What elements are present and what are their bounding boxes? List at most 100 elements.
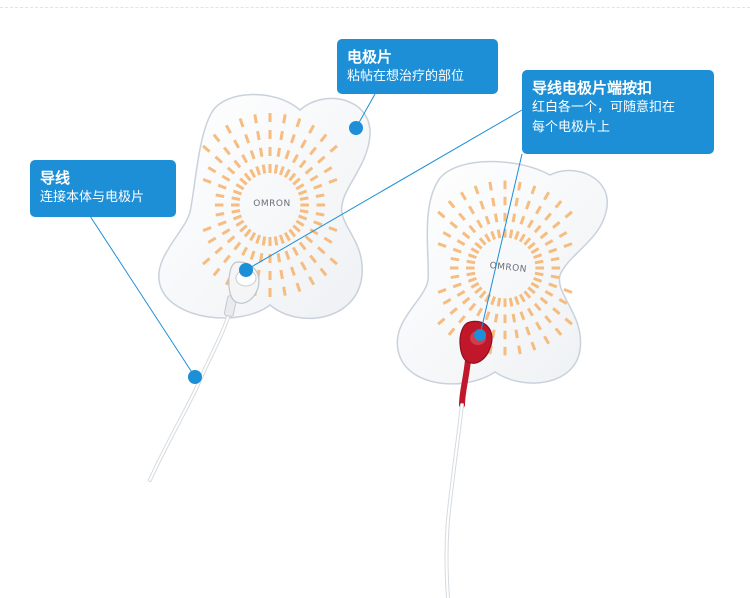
heating-dash <box>496 297 502 307</box>
heating-dash <box>328 226 338 233</box>
heating-dash <box>452 282 462 289</box>
heating-dash <box>214 155 223 164</box>
heating-dash <box>437 210 446 219</box>
heating-dash <box>279 269 284 280</box>
heating-dash <box>514 329 519 339</box>
heating-dash <box>313 183 323 190</box>
heating-dash <box>525 326 531 336</box>
heating-dash <box>519 311 526 321</box>
heating-dash <box>295 183 305 191</box>
heating-dash <box>550 274 560 280</box>
heating-dash <box>298 159 307 169</box>
heating-dash <box>452 247 462 254</box>
heating-dash <box>295 219 305 227</box>
heating-dash <box>232 189 242 196</box>
heating-dash <box>261 164 267 174</box>
heating-dash <box>317 246 326 255</box>
heating-dash <box>249 168 257 179</box>
heating-dash <box>533 253 543 260</box>
heating-dash <box>255 234 262 245</box>
heating-dash <box>292 177 301 186</box>
callout-snap-desc-line1: 红白各一个，可随意扣在 <box>532 100 676 115</box>
heating-dash <box>276 147 282 157</box>
heating-dash <box>309 228 319 236</box>
heating-dash <box>235 183 245 191</box>
heating-dash <box>533 302 542 312</box>
heating-dash <box>241 246 249 256</box>
heating-dash <box>202 144 211 153</box>
heating-dash <box>215 212 225 217</box>
heating-dash <box>244 134 250 144</box>
heating-dash <box>513 230 520 240</box>
heating-dash <box>284 150 291 160</box>
heating-dash <box>223 254 231 264</box>
heating-dash <box>239 224 248 233</box>
heating-dash <box>207 236 217 244</box>
heating-dash <box>442 231 452 238</box>
pointer-dot-electrode <box>349 121 363 135</box>
heating-dash <box>329 257 338 266</box>
heating-dash <box>513 296 520 306</box>
heating-dash <box>534 259 544 265</box>
pointer-line-snap-white <box>245 109 523 271</box>
heating-dash <box>217 183 227 190</box>
heating-dash <box>517 181 522 191</box>
heating-dash <box>284 250 291 260</box>
heating-dash <box>299 209 309 214</box>
callout-snap-title: 导线电极片端按扣 <box>532 79 653 97</box>
heating-dash <box>470 281 480 289</box>
heating-dash <box>467 253 477 260</box>
heating-dash <box>437 288 447 294</box>
heating-dash <box>461 296 471 305</box>
heating-dash <box>202 226 212 233</box>
heating-dash <box>300 261 307 271</box>
heating-dash <box>449 307 458 315</box>
heating-dash <box>558 231 568 238</box>
heating-dash <box>468 205 475 215</box>
heating-dash <box>329 144 338 153</box>
heating-dash <box>292 224 301 233</box>
heating-dash <box>539 296 549 305</box>
heating-dash <box>298 214 308 221</box>
heating-dash <box>295 282 302 292</box>
callout-pointers <box>89 93 523 378</box>
heating-dash <box>231 209 241 214</box>
heating-dash <box>523 237 532 246</box>
heating-dash <box>473 185 480 195</box>
heating-dash <box>278 165 285 176</box>
heating-dash <box>450 274 460 280</box>
heating-dash <box>276 253 282 263</box>
heating-dash <box>323 236 333 244</box>
heating-dash <box>550 256 560 262</box>
heating-dash <box>283 168 291 179</box>
heating-dash <box>319 267 328 277</box>
heating-dash <box>517 345 522 355</box>
heating-dash <box>233 159 242 169</box>
heating-dash <box>474 286 483 295</box>
heating-dash <box>466 259 476 265</box>
heating-dash <box>283 231 291 242</box>
heating-dash <box>543 191 550 201</box>
heating-dash <box>476 307 484 317</box>
heating-dash <box>315 193 325 198</box>
heating-dash <box>258 147 264 157</box>
heating-dash <box>526 307 534 317</box>
heating-dash <box>290 266 296 276</box>
heating-dash <box>217 220 227 227</box>
heating-dash <box>484 233 492 243</box>
heating-dash <box>450 256 460 262</box>
heating-dash <box>231 196 241 201</box>
heating-dash <box>563 288 573 294</box>
heating-dash <box>437 242 447 248</box>
heating-dash <box>273 164 279 174</box>
heating-dash <box>548 282 558 289</box>
heating-dash <box>493 313 499 323</box>
heating-dash <box>474 241 483 250</box>
heating-dash <box>518 233 526 243</box>
heating-dash <box>255 165 262 176</box>
heating-dash <box>249 231 257 242</box>
lead-wire-white <box>148 295 238 482</box>
heating-dash <box>523 290 532 299</box>
heating-dash <box>226 235 236 244</box>
